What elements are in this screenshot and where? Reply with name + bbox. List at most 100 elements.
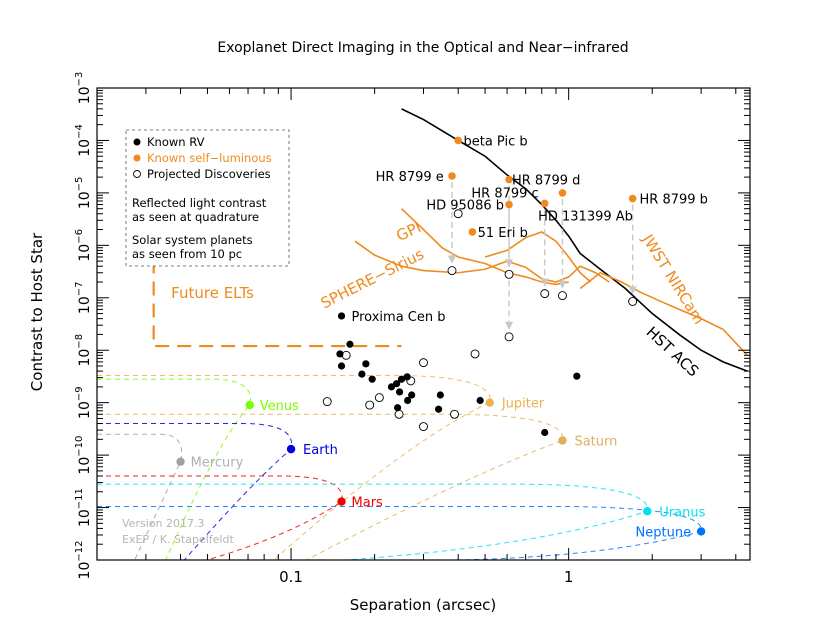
curve-gpi	[400, 208, 569, 286]
known-rv-point	[573, 372, 581, 380]
known-rv-point	[346, 340, 354, 348]
projected-discovery-point	[341, 350, 351, 360]
self-luminous-point	[454, 136, 462, 145]
curve-label: SPHERE−Sirius	[318, 245, 427, 312]
known-rv-point	[392, 380, 401, 388]
projected-discovery-point	[374, 393, 384, 403]
solar-planet-label: Venus	[260, 399, 299, 414]
projected-discovery-point	[470, 349, 480, 359]
orbit-curve-venus	[97, 378, 251, 560]
projected-discovery-point	[558, 291, 567, 301]
curve-sphere-sirius	[354, 240, 610, 283]
legend-note: Reflected light contrast	[132, 196, 267, 210]
self-luminous-point	[558, 189, 567, 197]
planet-label: HD 95086 b	[426, 199, 504, 214]
known-rv-point	[541, 428, 549, 437]
solar-planet-point	[337, 497, 346, 506]
known-rv-point	[434, 405, 443, 413]
projected-discovery-point	[447, 266, 457, 276]
planet-label: 51 Eri b	[478, 226, 528, 241]
legend-marker	[133, 154, 141, 162]
curve-jwst-nircam	[579, 271, 748, 356]
y-tick-label: 10−3	[74, 72, 93, 105]
solar-planet-point	[485, 398, 495, 407]
x-axis-label: Separation (arcsec)	[350, 596, 497, 614]
projected-discovery-point	[504, 332, 514, 342]
y-tick-label: 10−12	[74, 541, 93, 580]
y-tick-label: 10−10	[74, 436, 93, 475]
arrow-head	[448, 255, 457, 264]
projected-discovery-point	[322, 397, 332, 407]
y-tick-label: 10−9	[74, 386, 93, 419]
projected-discovery-point	[419, 358, 428, 368]
known-rv-point	[393, 404, 402, 412]
self-luminous-point	[448, 172, 456, 180]
planet-label: beta Pic b	[463, 134, 527, 149]
version-text: ExEP / K. Stapelfeldt	[122, 533, 234, 546]
y-tick-label: 10−11	[74, 488, 93, 527]
y-tick-label: 10−8	[74, 334, 93, 367]
projected-discovery-point	[394, 409, 404, 419]
projected-discovery-point	[419, 422, 428, 432]
curve-label: GPI	[394, 218, 424, 245]
solar-planet-point	[286, 444, 296, 454]
known-rv-point	[436, 391, 444, 399]
curve-hst-acs	[401, 108, 748, 372]
projected-discovery-point	[628, 297, 638, 306]
known-rv-point	[387, 383, 396, 391]
self-luminous-point	[468, 228, 477, 236]
planet-label: HR 8799 b	[640, 193, 708, 208]
solar-planet-point	[245, 400, 254, 410]
solar-planet-label: Uranus	[659, 505, 705, 520]
solar-planet-point	[558, 436, 567, 445]
planet-label: HD 131399 Ab	[538, 210, 633, 225]
projected-discovery-point	[504, 269, 514, 279]
known-rv-point	[403, 373, 411, 381]
known-rv-point	[337, 362, 346, 370]
y-tick-label: 10−5	[74, 177, 93, 210]
orbit-curve-saturn	[97, 413, 564, 560]
projected-discovery-point	[453, 209, 463, 219]
projected-discovery-point	[365, 400, 375, 410]
legend-item-label: Known RV	[147, 135, 205, 149]
known-rv-point	[476, 396, 484, 405]
known-rv-point	[336, 350, 344, 358]
self-luminous-point	[540, 199, 549, 208]
self-luminous-point	[505, 175, 513, 184]
solar-planet-label: Saturn	[574, 434, 617, 449]
legend-marker	[133, 170, 141, 178]
y-tick-label: 10−4	[74, 124, 93, 157]
legend-note: as seen from 10 pc	[132, 247, 242, 261]
legend-marker	[133, 138, 141, 146]
solar-planet-label: Mercury	[191, 456, 244, 471]
orbit-curve-neptune	[97, 505, 702, 560]
curve-extra-4	[484, 231, 592, 283]
legend-item-label: Known self−luminous	[147, 151, 272, 165]
legend-box	[125, 129, 290, 267]
known-rv-point	[408, 391, 416, 399]
known-rv-point	[395, 388, 404, 396]
orbit-curve-mercury	[97, 433, 183, 560]
known-rv-point	[404, 396, 412, 405]
legend-item-label: Projected Discoveries	[147, 167, 271, 181]
future-elts-boundary	[152, 215, 402, 348]
solar-planet-label: Mars	[352, 496, 384, 511]
arrow-head	[540, 278, 549, 287]
orbit-curve-uranus	[97, 483, 648, 560]
chart-title: Exoplanet Direct Imaging in the Optical …	[217, 40, 628, 56]
future-elts-label: Future ELTs	[171, 284, 254, 302]
solar-planet-label: Jupiter	[501, 397, 545, 412]
self-luminous-point	[505, 200, 513, 209]
known-rv-point	[358, 370, 366, 378]
x-tick-label: 1	[564, 568, 574, 586]
curve-label: JWST NIRCam	[638, 230, 708, 327]
arrow-head	[628, 286, 637, 295]
x-tick-label: 0.1	[279, 568, 303, 586]
legend-note: as seen at quadrature	[132, 210, 259, 224]
proxima-label: Proxima Cen b	[352, 310, 446, 325]
solar-planet-label: Neptune	[636, 525, 692, 540]
curve-label: HST ACS	[643, 323, 703, 380]
